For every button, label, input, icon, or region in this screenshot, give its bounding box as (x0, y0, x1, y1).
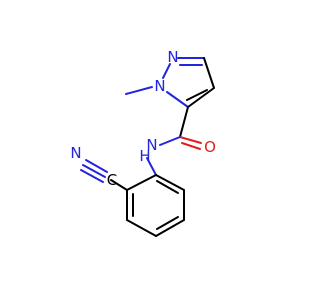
bond-c3-c4 (203, 57, 215, 89)
bond-ar1-ar2 (126, 174, 157, 191)
amide-group (146, 106, 202, 176)
atom-n-amide: N (146, 136, 157, 154)
atom-labels: N N O N H C N (70, 48, 216, 189)
nitrile-group (80, 159, 128, 191)
bond-carbonyl-o (179, 136, 202, 144)
bond-ar6-ar1 (155, 174, 185, 191)
bond-c4-c5-double (186, 89, 208, 101)
bond-n1-n2 (162, 63, 171, 79)
atom-n-pyrazole-2: N (167, 48, 178, 66)
bond-c5-n1 (166, 91, 189, 108)
atom-n-pyrazole-1: N (154, 77, 165, 95)
bond-n-aryl (146, 157, 157, 176)
bond-n1-methyl (125, 86, 153, 95)
nitrile-triple-3 (80, 169, 104, 183)
bond-ar3-ar4 (126, 219, 157, 237)
molecule-structure: N N O N H C N (70, 48, 216, 237)
bond-ar2-nitrile-c (110, 179, 128, 191)
atom-c-nitrile: C (107, 171, 117, 189)
bond-c4-c5 (187, 87, 215, 108)
bond-ar4-ar5 (155, 219, 185, 237)
atom-o-carbonyl: O (204, 138, 216, 156)
bond-ar6-ar1-inner (156, 180, 179, 194)
benzene-ring (126, 174, 185, 237)
bond-c5-carbonyl (179, 106, 189, 138)
bond-carbonyl-o-double (181, 142, 201, 150)
bond-ar4-ar5-inner (156, 216, 179, 230)
bond-carbonyl-n (159, 136, 181, 146)
pyrazole-ring (125, 57, 215, 108)
atom-n-nitrile: N (70, 144, 81, 162)
nitrile-triple-1 (82, 164, 106, 178)
atom-h-amide: H (139, 147, 150, 165)
nitrile-triple-2 (85, 159, 108, 173)
